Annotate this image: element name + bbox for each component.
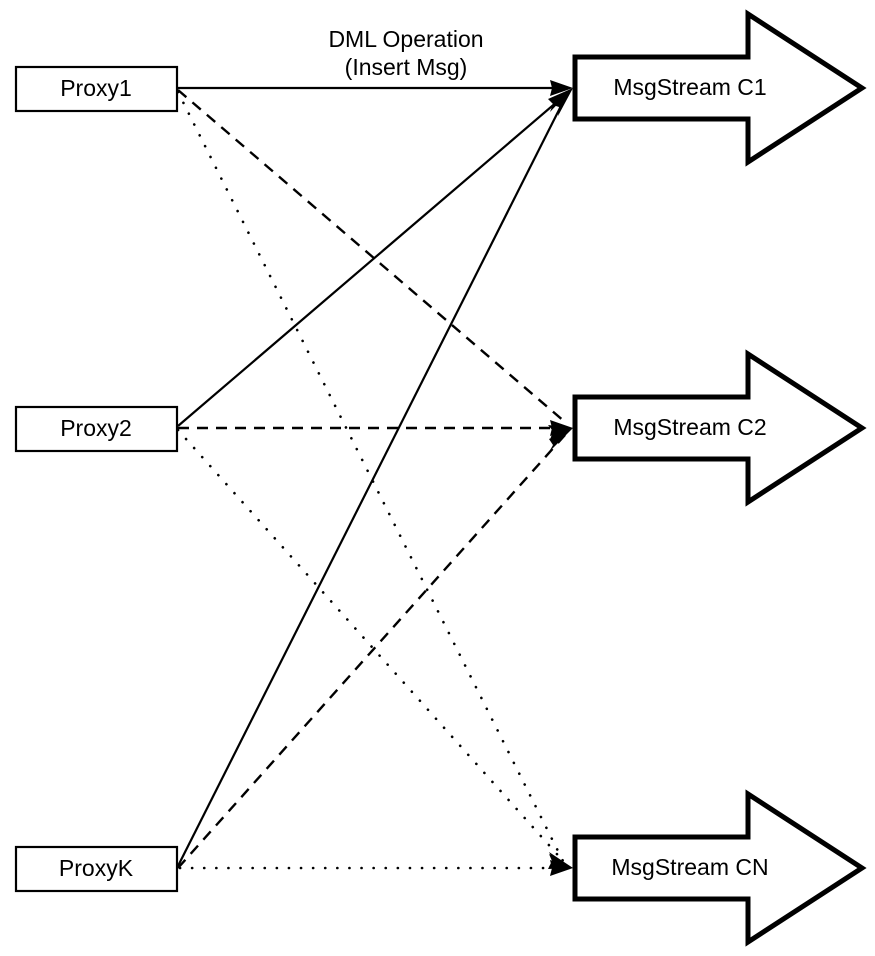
c2-block-arrow-shape[interactable] — [572, 349, 867, 507]
c1-label: MsgStream C1 — [613, 74, 766, 100]
cn-label: MsgStream CN — [611, 854, 768, 880]
c1-block-arrow-shape[interactable] — [572, 9, 867, 167]
edge-proxy2-to-c1-line — [177, 94, 566, 427]
edge-layer — [176, 80, 573, 876]
edge-proxyk-to-c1 — [177, 88, 573, 867]
edge-proxy1-to-cn-line — [176, 90, 565, 863]
proxy1-box[interactable] — [14, 65, 179, 113]
edge-proxy2-to-c2-arrowhead — [550, 420, 573, 436]
edge-proxy2-to-c2 — [178, 420, 573, 436]
edge-proxy2-to-cn-line — [176, 428, 566, 864]
edge-caption-line-1: DML Operation — [328, 26, 483, 52]
edge-proxy1-to-c2 — [177, 89, 573, 440]
edge-proxy2-to-c1 — [177, 88, 573, 427]
stream-node-c1[interactable]: MsgStream C1 — [572, 9, 867, 167]
proxyk-label: ProxyK — [59, 855, 134, 881]
edge-proxyk-to-c1-arrowhead — [553, 88, 573, 116]
edge-caption-dml-operation: DML Operation (Insert Msg) — [328, 26, 483, 80]
proxy2-box[interactable] — [14, 405, 179, 453]
edge-caption-line-2: (Insert Msg) — [345, 54, 468, 80]
edge-proxyk-to-c2-line — [177, 434, 566, 869]
proxy-node-proxyk[interactable]: ProxyK — [14, 845, 179, 893]
proxy2-label: Proxy2 — [60, 415, 132, 441]
edge-proxy2-to-cn — [176, 428, 573, 869]
c2-label: MsgStream C2 — [613, 414, 766, 440]
edge-proxy1-to-cn — [176, 90, 573, 868]
edge-proxyk-to-cn — [178, 860, 573, 876]
edge-proxy1-to-c2-line — [177, 89, 566, 423]
edge-proxyk-to-c2 — [177, 428, 573, 869]
edge-proxyk-to-cn-arrowhead — [550, 860, 573, 876]
proxy1-label: Proxy1 — [60, 75, 132, 101]
edge-proxyk-to-c1-line — [177, 95, 567, 867]
edge-proxy1-to-c1 — [178, 80, 573, 96]
proxy-node-proxy1[interactable]: Proxy1 — [14, 65, 179, 113]
stream-node-cn[interactable]: MsgStream CN — [572, 789, 867, 947]
proxy-node-proxy2[interactable]: Proxy2 — [14, 405, 179, 453]
stream-node-c2[interactable]: MsgStream C2 — [572, 349, 867, 507]
cn-block-arrow-shape[interactable] — [572, 789, 867, 947]
edge-proxyk-to-c2-arrowhead — [549, 428, 573, 452]
edge-proxy1-to-c1-arrowhead — [550, 80, 573, 96]
proxyk-box[interactable] — [14, 845, 179, 893]
